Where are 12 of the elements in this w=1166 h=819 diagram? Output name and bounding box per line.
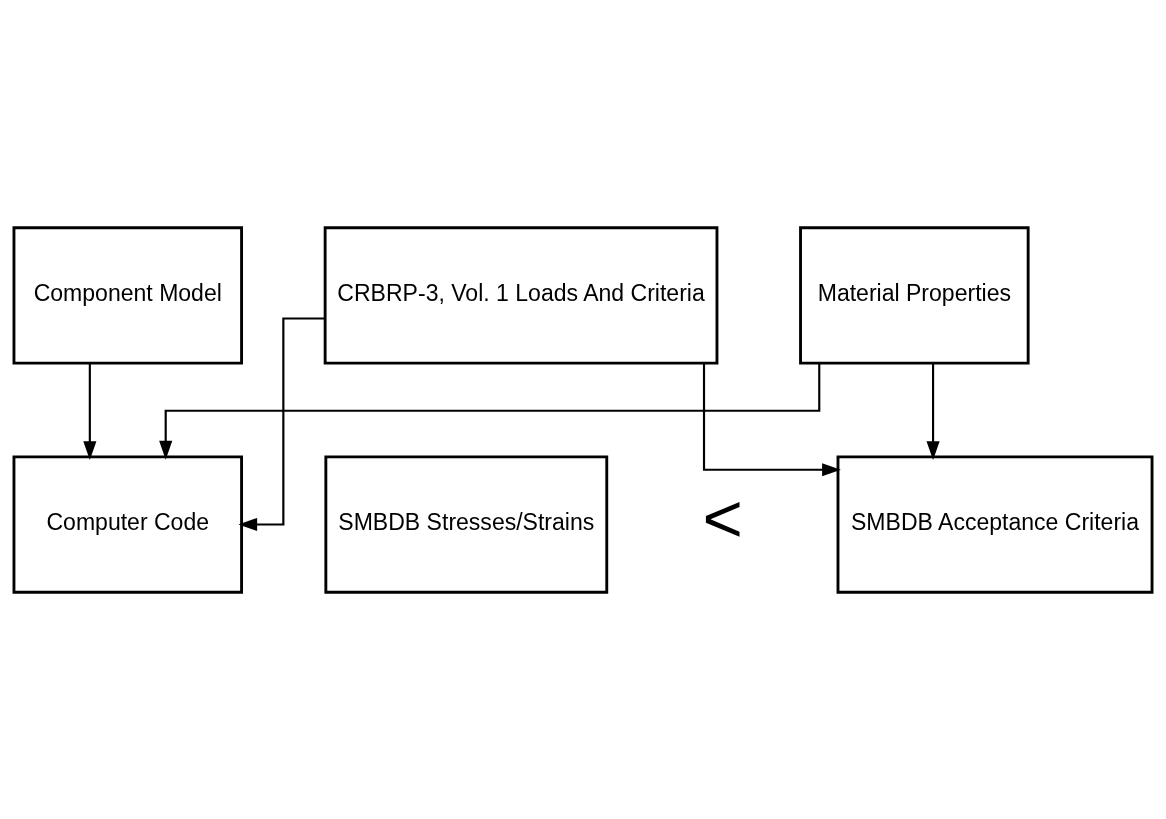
arrow	[238, 316, 325, 531]
label: <	[702, 478, 743, 557]
node-box: SMBDB Acceptance Criteria	[836, 454, 1154, 594]
node-box: SMBDB Stresses/Strains	[324, 454, 609, 594]
node-box: Material Properties	[799, 225, 1030, 365]
arrow	[926, 363, 940, 460]
arrow	[702, 362, 841, 476]
node-box: CRBRP-3, Vol. 1 Loads And Criteria	[323, 225, 719, 365]
node-box: Computer Code	[12, 454, 243, 594]
arrow	[83, 363, 97, 460]
arrow	[159, 363, 821, 460]
node-box: Component Model	[12, 225, 243, 365]
